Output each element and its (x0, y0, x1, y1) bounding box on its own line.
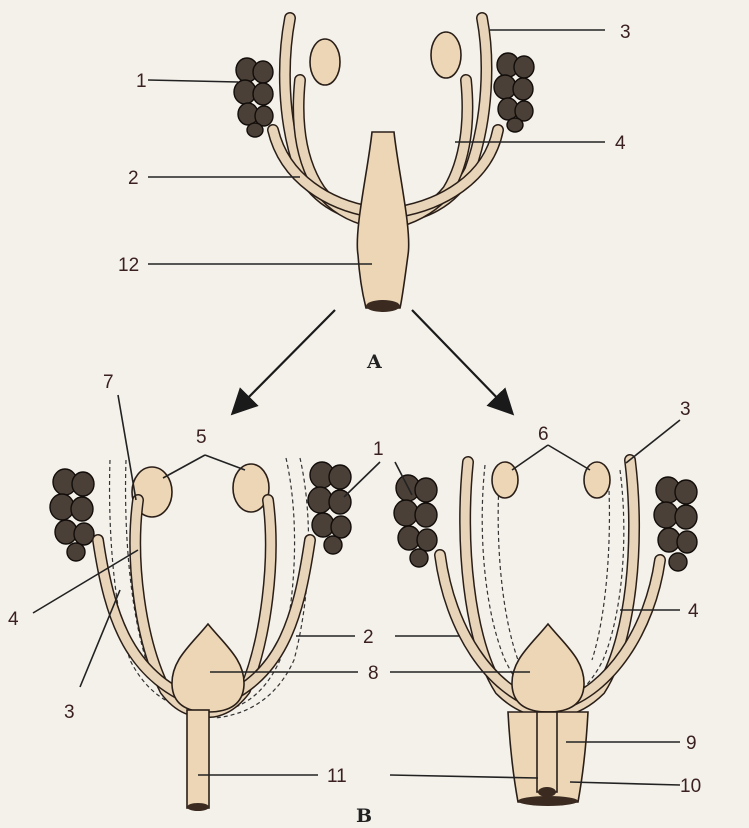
panel-b-right-label-10: 10 (680, 776, 701, 797)
arrow-to-right-branch (412, 310, 505, 406)
panel-a-right-kidney (494, 53, 534, 132)
panel-b-left-bladder (172, 624, 244, 712)
panel-b-right-kidney-left (394, 475, 437, 567)
panel-b-right-ovary-right (584, 462, 610, 498)
panel-b-left-label-1: 1 (373, 439, 384, 460)
panel-a-right-gonad (431, 32, 461, 78)
panel-a-label-1: 1 (136, 71, 147, 92)
panel-a-left-kidney (234, 58, 273, 137)
panel-b-right-label-6: 6 (538, 424, 549, 445)
panel-b-right-female: 6 3 4 9 10 (390, 399, 701, 806)
panel-b-left-label-5: 5 (196, 427, 207, 448)
panel-a-left-gonad (310, 39, 340, 85)
panel-b-right-label-9: 9 (686, 733, 697, 754)
panel-a-indifferent-stage: 1 2 3 4 12 A (118, 18, 631, 373)
panel-b-left-male: 7 5 1 4 2 8 3 11 (8, 372, 384, 811)
panel-b-left-kidney-left (50, 469, 94, 561)
panel-b-left-label-7: 7 (103, 372, 114, 393)
panel-b-left-label-3: 3 (64, 702, 75, 723)
panel-b-right-label-3: 3 (680, 399, 691, 420)
panel-b-right-ovary-left (492, 462, 518, 498)
panel-a-sinus-opening (366, 300, 400, 312)
panel-a-urogenital-sinus (357, 132, 408, 308)
panel-b-right-urethra (537, 712, 557, 792)
panel-b-letter: B (356, 805, 372, 827)
panel-a-label-3: 3 (620, 22, 631, 43)
panel-b-right-bladder (512, 624, 584, 712)
panel-b-left-urethra (187, 710, 209, 808)
panel-b-left-label-8: 8 (368, 663, 379, 684)
panel-a-letter: A (366, 351, 382, 373)
panel-a-label-2: 2 (128, 168, 139, 189)
arrow-to-left-branch (240, 310, 335, 406)
panel-a-label-4: 4 (615, 133, 626, 154)
panel-b-left-label-2: 2 (363, 627, 374, 648)
panel-b-left-label-4: 4 (8, 609, 19, 630)
panel-b-left-label-11: 11 (327, 766, 347, 787)
panel-a-label-12: 12 (118, 255, 139, 276)
panel-b-right-label-4: 4 (688, 601, 699, 622)
